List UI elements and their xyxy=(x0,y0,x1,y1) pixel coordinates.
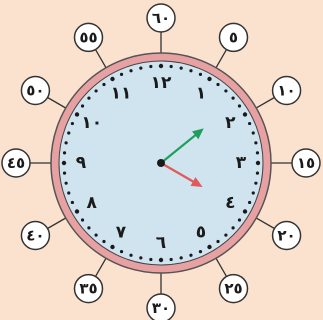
minute-tick xyxy=(129,254,132,257)
minute-label: ٥٠ xyxy=(26,82,44,100)
center-pivot xyxy=(157,159,165,167)
minute-tick xyxy=(139,67,142,70)
hour-numeral: ٤ xyxy=(225,193,235,213)
minute-label: ٣٥ xyxy=(79,280,97,298)
minute-label: ٤٥ xyxy=(7,154,25,172)
minute-tick xyxy=(67,191,70,194)
minute-tick xyxy=(81,218,84,221)
minute-label-bubble: ٢٠ xyxy=(273,222,301,250)
minute-label: ٦٠ xyxy=(152,9,170,27)
minute-tick xyxy=(199,73,202,76)
hour-numeral: ٨ xyxy=(87,193,98,213)
minute-tick xyxy=(252,131,255,134)
minute-label-bubble: ٥ xyxy=(220,23,248,51)
minute-tick xyxy=(139,256,142,259)
minute-tick xyxy=(149,65,152,68)
minute-tick xyxy=(149,258,152,261)
minute-tick xyxy=(180,67,183,70)
minute-tick xyxy=(65,182,68,185)
minute-label-bubble: ٢٥ xyxy=(220,275,248,303)
minute-tick xyxy=(170,258,173,261)
minute-label-bubble: ٥٠ xyxy=(21,77,49,105)
minute-tick xyxy=(87,96,90,99)
minute-label: ٣٠ xyxy=(152,299,170,317)
minute-tick xyxy=(238,218,241,221)
hour-tick xyxy=(110,245,114,249)
minute-tick xyxy=(102,83,105,86)
minute-tick xyxy=(63,151,66,154)
minute-tick xyxy=(224,233,227,236)
minute-tick xyxy=(63,172,66,175)
hour-tick xyxy=(75,209,79,213)
minute-tick xyxy=(65,141,68,144)
minute-tick xyxy=(180,256,183,259)
hour-numeral: ٦ xyxy=(156,233,166,253)
hour-tick xyxy=(207,77,211,81)
minute-tick xyxy=(248,201,251,204)
minute-label: ٥ xyxy=(229,28,238,46)
minute-tick xyxy=(71,201,74,204)
minute-label-bubble: ٥٥ xyxy=(75,23,103,51)
minute-tick xyxy=(120,73,123,76)
hour-tick xyxy=(207,245,211,249)
minute-label-bubble: ١٠ xyxy=(273,77,301,105)
minute-tick xyxy=(252,191,255,194)
minute-tick xyxy=(87,226,90,229)
hour-tick xyxy=(110,77,114,81)
hour-numeral: ١١ xyxy=(111,84,132,104)
minute-label-bubble: ٤٥ xyxy=(2,149,30,177)
minute-tick xyxy=(254,141,257,144)
minute-tick xyxy=(238,104,241,107)
minute-tick xyxy=(71,122,74,125)
hour-tick xyxy=(243,209,247,213)
hour-tick xyxy=(159,64,163,68)
minute-label: ١٥ xyxy=(297,154,315,172)
minute-label-bubble: ١٥ xyxy=(292,149,320,177)
minute-tick xyxy=(256,172,259,175)
hour-numeral: ١٠ xyxy=(81,113,102,133)
minute-label-bubble: ٣٥ xyxy=(75,275,103,303)
minute-tick xyxy=(129,69,132,72)
hour-tick xyxy=(62,161,66,165)
hour-numeral: ٢ xyxy=(225,113,236,133)
minute-label-bubble: ٦٠ xyxy=(147,4,175,32)
minute-tick xyxy=(231,226,234,229)
minute-tick xyxy=(216,83,219,86)
minute-tick xyxy=(248,122,251,125)
minute-label-bubble: ٤٠ xyxy=(21,222,49,250)
hour-numeral: ٩ xyxy=(76,153,87,173)
minute-label: ٥٥ xyxy=(79,28,97,46)
hour-tick xyxy=(243,112,247,116)
minute-tick xyxy=(170,65,173,68)
minute-label: ٢٠ xyxy=(277,227,295,245)
minute-tick xyxy=(94,89,97,92)
minute-tick xyxy=(189,69,192,72)
minute-label: ١٠ xyxy=(277,82,295,100)
hour-numeral: ٣ xyxy=(236,153,247,173)
minute-tick xyxy=(199,250,202,253)
minute-tick xyxy=(102,240,105,243)
hour-tick xyxy=(159,258,163,262)
minute-tick xyxy=(231,96,234,99)
minute-tick xyxy=(67,131,70,134)
hour-tick xyxy=(256,161,260,165)
minute-tick xyxy=(120,250,123,253)
hour-numeral: ٧ xyxy=(116,222,127,242)
minute-tick xyxy=(81,104,84,107)
hour-numeral: ١٢ xyxy=(151,73,172,93)
minute-tick xyxy=(216,240,219,243)
hour-tick xyxy=(75,112,79,116)
minute-tick xyxy=(256,151,259,154)
minute-tick xyxy=(224,89,227,92)
minute-label: ٢٥ xyxy=(224,280,242,298)
minute-label-bubble: ٣٠ xyxy=(147,294,175,320)
minute-tick xyxy=(189,254,192,257)
minute-label: ٤٠ xyxy=(26,227,44,245)
hour-numeral: ١ xyxy=(196,84,206,104)
minute-tick xyxy=(94,233,97,236)
minute-tick xyxy=(254,182,257,185)
hour-numeral: ٥ xyxy=(196,222,206,242)
